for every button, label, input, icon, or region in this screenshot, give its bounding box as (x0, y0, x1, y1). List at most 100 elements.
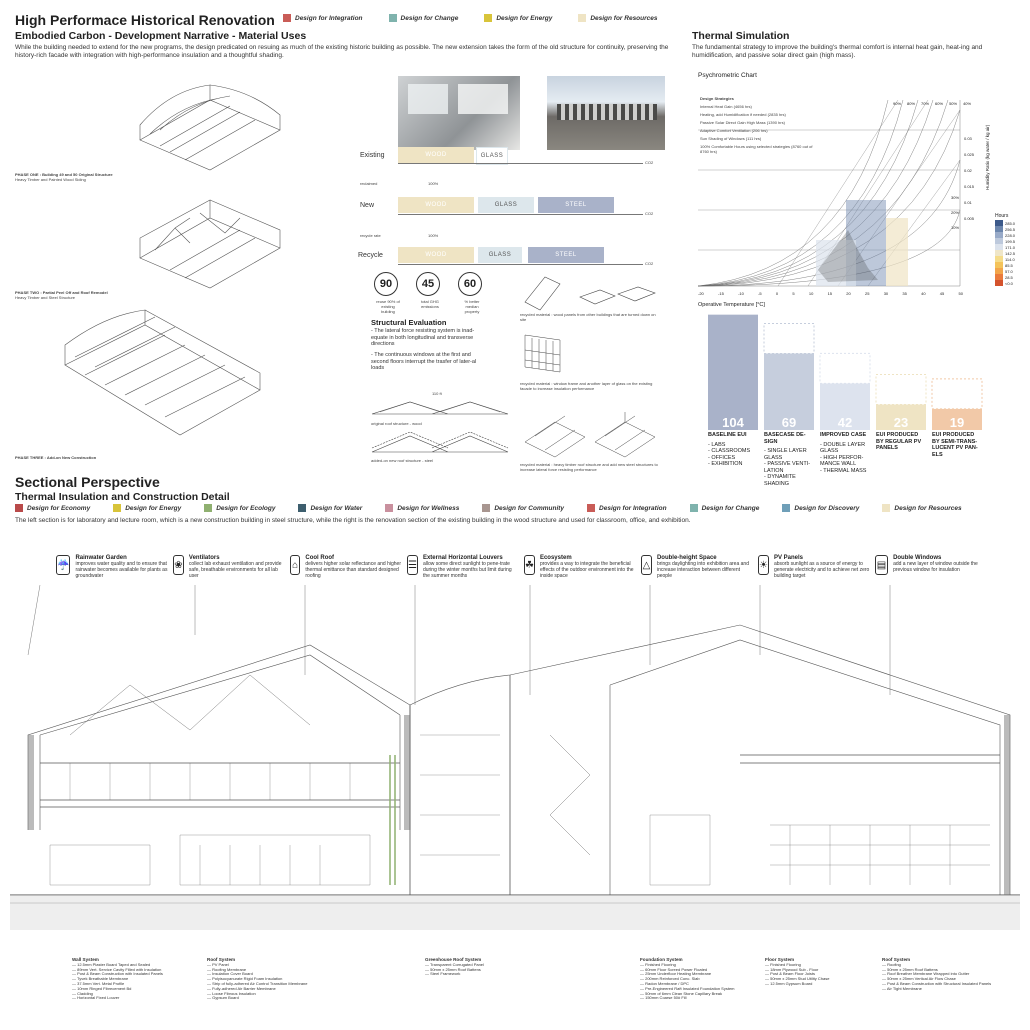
callout-icon: △ (641, 555, 652, 575)
legend-label: Design for Resources (894, 504, 962, 512)
strategy-1: Internal Heat Gain (4656 hrs) (700, 104, 752, 109)
design-strategies: Design Strategies Internal Heat Gain (46… (700, 96, 820, 154)
material-row-existing-label: Existing (360, 152, 385, 159)
rh-label: 50% (949, 101, 958, 106)
structural-title: Structural Evaluation (371, 318, 447, 327)
callout-title: Rainwater Garden (75, 555, 127, 561)
top-legend: Design for Integration Design for Change D… (283, 14, 658, 22)
spec-item: — 25mm Underfloor Heating Membrane (640, 971, 712, 977)
recycle-co2-label: CO2 (645, 261, 654, 266)
rh-side-20: 20% (951, 210, 960, 215)
humidity-tick: 0.03 (964, 136, 972, 141)
rh-side-30: 30% (951, 195, 960, 200)
hours-scale-row: 114.0 (995, 256, 1015, 262)
legend-swatch (283, 14, 291, 22)
temperature-tick: -20 (698, 291, 704, 296)
rh-label: 80% (907, 101, 916, 106)
legend-swatch (587, 504, 596, 512)
hours-swatch (995, 232, 1003, 238)
spec-item: — Finished Flooring (640, 961, 676, 967)
legend-swatch (578, 14, 587, 22)
rh-side-10: 10% (951, 225, 960, 230)
humidity-tick: 0.01 (964, 200, 972, 205)
eui-bar (876, 404, 926, 430)
phase-one-drawing (139, 84, 281, 171)
spec-title: Roof System (882, 957, 911, 962)
hours-scale-row: 142.5 (995, 250, 1015, 256)
dimension-label: 110 ft (432, 391, 442, 396)
legend-item: Design for Water (298, 504, 362, 512)
callout-text: improves water quality and to ensure tha… (75, 561, 168, 579)
legend-item: Design for Wellness (385, 504, 459, 512)
subtitle: Embodied Carbon - Development Narrative … (15, 30, 307, 42)
hours-scale-row: 171.0 (995, 244, 1015, 250)
callout-title: Cool Roof (305, 555, 335, 561)
spec-item: — Polyisocyanurate Rigid Foam Insulation (207, 976, 283, 982)
legend-label: Design for Integration (599, 504, 667, 512)
stat-circle-median: 60 (458, 272, 482, 296)
legend-item: Design for Resources (578, 14, 658, 22)
spec-item: — PV Panel (207, 961, 229, 967)
eui-category: BASECASE DE-SIGN- SINGLE LAYER GLASS- PA… (764, 432, 814, 487)
callout-icon: ☔ (56, 555, 71, 575)
legend-label: Design for Integration (295, 14, 363, 22)
callout-title: External Horizontal Louvers (422, 555, 503, 561)
hours-swatch (995, 256, 1003, 262)
legend-label: Design for Water (310, 504, 363, 512)
recycled-note-2: recycled material : window frame and ano… (520, 381, 653, 391)
hours-scale-row: 85.5 (995, 262, 1015, 268)
hours-swatch (995, 262, 1003, 268)
callout-title: Ventilators (188, 555, 220, 561)
legend-item: Design for Change (689, 504, 760, 512)
exterior-photo (547, 76, 665, 150)
eui-detail: - HIGH PERFOR-MANCE WALL (820, 454, 864, 468)
eui-category-title: BASELINE EUI (708, 432, 747, 438)
new-glass-bar: GLASS (478, 197, 534, 213)
temperature-tick: 10 (808, 291, 814, 296)
material-row-recycle-label: Recycle (358, 252, 383, 259)
spec-item: — 37.5mm Vert. Metal Profile (72, 980, 125, 986)
callout-icon: ☀ (758, 555, 769, 575)
eui-value-label: 42 (838, 415, 852, 430)
eui-bar-reduction (875, 373, 927, 405)
legend-item: Design for Change (388, 14, 458, 22)
callout-text: allow some direct sunlight to pene-trate… (422, 561, 512, 579)
hours-swatch (995, 274, 1003, 280)
stat-circle-ghg: 45 (416, 272, 440, 296)
psychrometric-title: Psychrometric Chart (698, 72, 757, 79)
recycle-rate-value: 100% (428, 233, 439, 238)
legend-label: Design for Change (701, 504, 760, 512)
temperature-tick: 35 (902, 291, 907, 296)
eui-category-title: EUI PRODUCED BY SEMI-TRANS-LUCENT PV PAN… (932, 432, 978, 458)
legend-swatch (782, 504, 791, 512)
thermal-title: Thermal Simulation (692, 30, 790, 42)
callout-icon: ⌂ (290, 555, 301, 575)
hours-value: 171.0 (1005, 244, 1016, 250)
recycled-note-3: recycled material : heavy timber roof st… (520, 462, 658, 472)
temperature-tick: 20 (846, 291, 851, 296)
roof-structure-sketch (524, 412, 656, 458)
added-roof-diagram (371, 431, 509, 453)
hours-value: 85.5 (1005, 262, 1013, 268)
eui-bar (708, 314, 758, 430)
eui-detail: - THERMAL MASS (820, 467, 867, 474)
eui-category: EUI PRODUCED BY REGULAR PV PANELS (876, 432, 926, 452)
spec-item: — 50mm of 6mm Clean Stone Capillary Brea… (640, 990, 723, 996)
hours-value: 57.0 (1005, 268, 1013, 274)
rh-label: 40% (963, 101, 972, 106)
eui-bar (820, 383, 870, 430)
section-title: Sectional Perspective (15, 474, 160, 490)
callout-icon: ▤ (875, 555, 889, 575)
legend-swatch (113, 504, 122, 512)
callout-text: add a new layer of window outside the pr… (893, 561, 978, 573)
rh-label: 60% (935, 101, 944, 106)
section-text: The left section is for laboratory and l… (15, 517, 691, 524)
legend-swatch (298, 504, 307, 512)
temperature-tick: -15 (718, 291, 724, 296)
eui-detail: - SINGLE LAYER GLASS (764, 448, 807, 461)
hours-value: <0.0 (1005, 280, 1013, 286)
callout-icon: ☘ (524, 555, 535, 575)
